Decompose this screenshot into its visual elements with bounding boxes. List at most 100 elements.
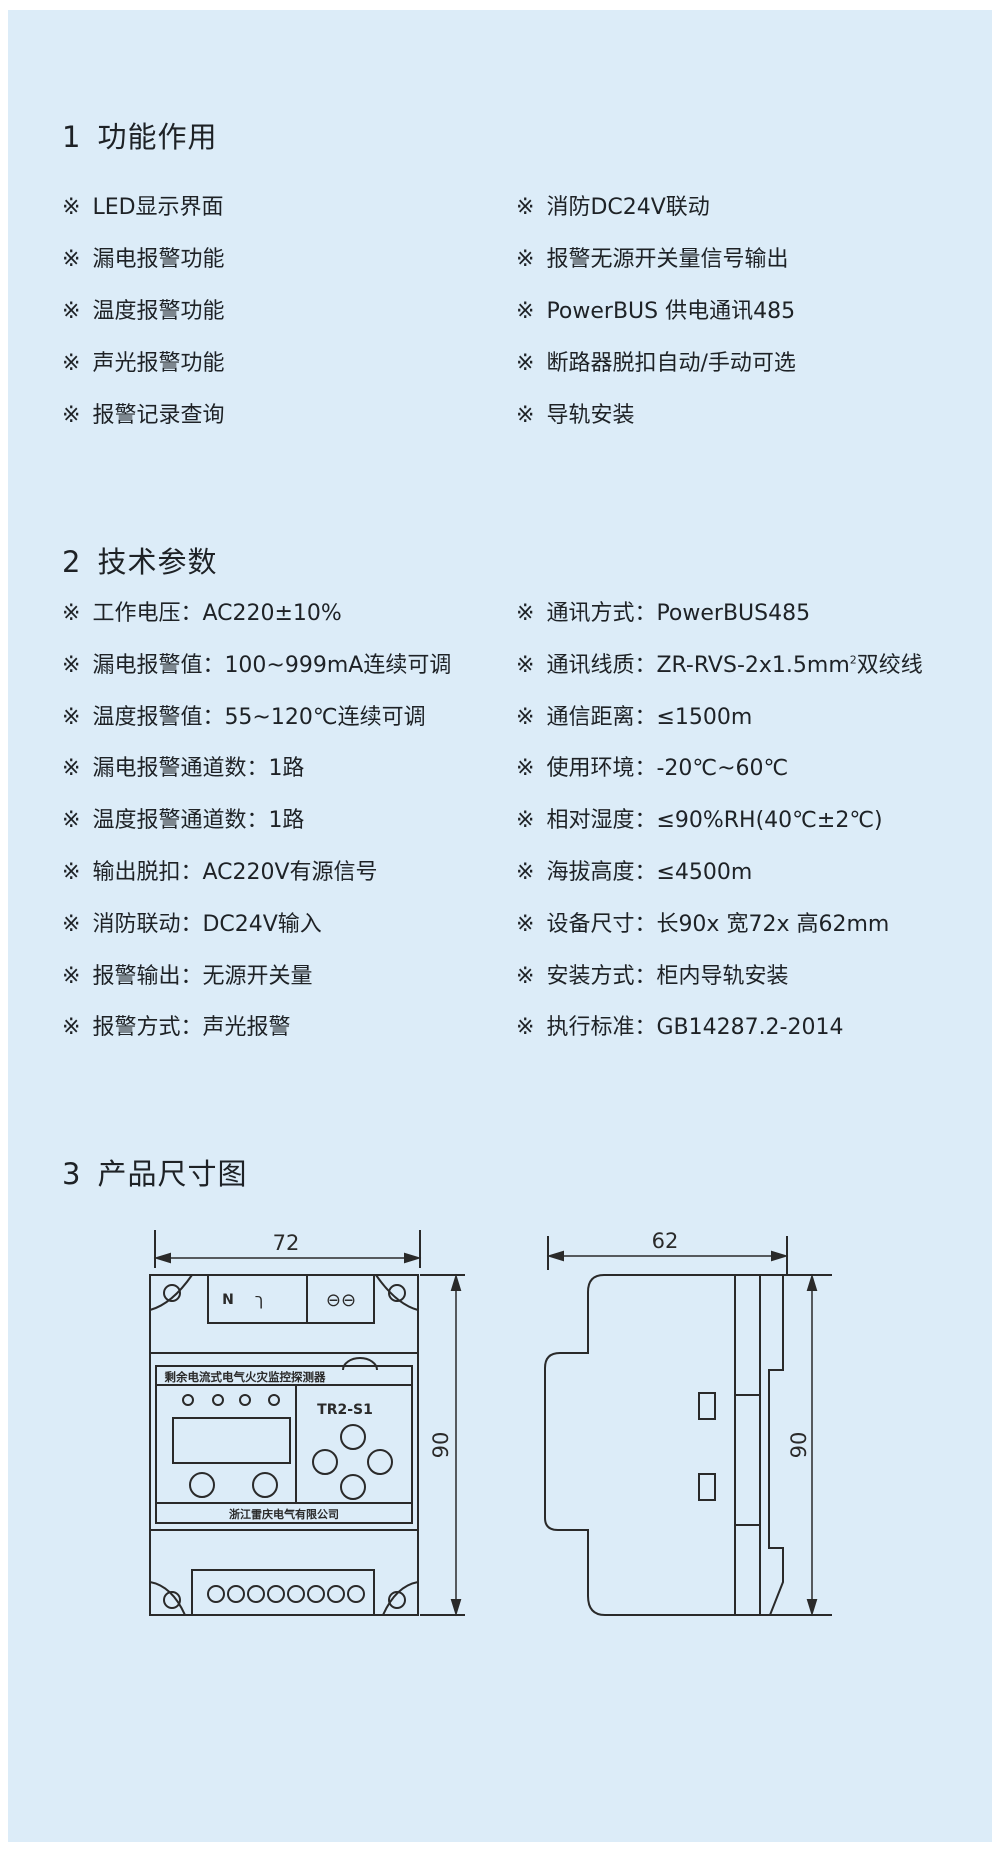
- section1-right-item: ※ 导轨安装: [516, 403, 634, 429]
- terminal-symbol: ⊖⊖: [326, 1290, 356, 1311]
- reference-mark-icon: ※: [62, 351, 81, 376]
- section2-left-item: ※ 消防联动：DC24V输入: [62, 912, 322, 938]
- item-text: 声光报警功能: [92, 351, 225, 376]
- section2-right-item: ※ 相对湿度：≤90%RH(40℃±2℃): [516, 808, 883, 834]
- item-text: 导轨安装: [546, 403, 635, 428]
- reference-mark-icon: ※: [62, 195, 81, 220]
- squared-superscript: 2: [849, 653, 857, 667]
- section2-left-item: ※ 漏电报警值：100~999mA连续可调: [62, 653, 451, 679]
- section2-right-item: ※ 安装方式：柜内导轨安装: [516, 964, 788, 990]
- item-text: 温度报警功能: [92, 299, 225, 324]
- section2-left-item: ※ 报警方式：声光报警: [62, 1015, 290, 1041]
- item-text: 通讯方式：PowerBUS485: [546, 601, 811, 626]
- item-text: PowerBUS 供电通讯485: [546, 299, 796, 324]
- section2-left-item: ※ 温度报警通道数：1路: [62, 808, 304, 834]
- section2-right-item: ※ 通讯方式：PowerBUS485: [516, 601, 810, 627]
- item-text: 温度报警通道数：1路: [92, 808, 305, 834]
- section1-left-item: ※ 温度报警功能: [62, 299, 224, 325]
- side-width-label: 62: [652, 1229, 679, 1253]
- reference-mark-icon: ※: [62, 247, 81, 272]
- item-text: LED显示界面: [92, 195, 224, 220]
- item-text: 安装方式：柜内导轨安装: [546, 963, 789, 989]
- terminal-l-label: ך: [255, 1290, 264, 1309]
- section1-left-item: ※ LED显示界面: [62, 195, 224, 221]
- reference-mark-icon: ※: [62, 963, 81, 989]
- section2-right-item: ※ 通信距离：≤1500m: [516, 705, 752, 731]
- reference-mark-icon: ※: [516, 911, 535, 937]
- reference-mark-icon: ※: [516, 808, 535, 834]
- product-name-label: 剩余电流式电气火灾监控探测器: [165, 1370, 326, 1384]
- reference-mark-icon: ※: [516, 403, 535, 428]
- item-text: 工作电压：AC220±10%: [92, 601, 342, 626]
- item-text: 漏电报警值：100~999mA连续可调: [92, 652, 452, 678]
- terminal-n-label: N: [222, 1292, 234, 1308]
- item-text: 温度报警值：55~120℃连续可调: [92, 704, 426, 730]
- reference-mark-icon: ※: [62, 403, 81, 428]
- reference-mark-icon: ※: [62, 860, 81, 885]
- item-text: 通讯线质：ZR-RVS-2x1.5mm: [546, 652, 850, 678]
- section2-left-item: ※漏电报警通道数：1路: [62, 756, 304, 782]
- section1-right-item: ※ 断路器脱扣自动/手动可选: [516, 351, 796, 377]
- reference-mark-icon: ※: [516, 351, 535, 376]
- item-text: 通信距离：≤1500m: [546, 704, 753, 730]
- section2-left-item: ※ 工作电压：AC220±10%: [62, 601, 342, 627]
- reference-mark-icon: ※: [516, 963, 535, 989]
- item-text: 执行标准：GB14287.2-2014: [546, 1015, 844, 1041]
- section1-right-item: ※ 消防DC24V联动: [516, 195, 710, 221]
- section1-left-item: ※ 声光报警功能: [62, 351, 224, 377]
- item-text: 设备尺寸：长90x 宽72x 高62mm: [546, 911, 890, 937]
- item-text: 漏电报警功能: [92, 247, 225, 272]
- section1-left-item: ※ 漏电报警功能: [62, 247, 224, 273]
- section2-right-item: ※ 海拔高度：≤4500m: [516, 860, 752, 886]
- spec-sheet-panel: [8, 10, 992, 1842]
- section1-right-item: ※ 报警无源开关量信号输出: [516, 247, 788, 273]
- reference-mark-icon: ※: [62, 808, 81, 834]
- item-text: 报警方式：声光报警: [92, 1015, 291, 1041]
- reference-mark-icon: ※: [62, 704, 81, 730]
- reference-mark-icon: ※: [516, 299, 535, 324]
- item-text: 报警记录查询: [92, 403, 225, 428]
- section2-right-item: ※ 使用环境：-20℃~60℃: [516, 756, 788, 782]
- front-view-drawing: 72 90 N ך ⊖⊖ 剩余电流式电气火灾监控探测器 TR2-S1 浙江雷庆电…: [149, 1230, 465, 1617]
- company-label: 浙江雷庆电气有限公司: [229, 1507, 339, 1521]
- reference-mark-icon: ※: [62, 652, 81, 678]
- reference-mark-icon: ※: [516, 601, 535, 626]
- reference-mark-icon: ※: [62, 911, 81, 937]
- reference-mark-icon: ※: [516, 1015, 535, 1041]
- item-text: 使用环境：-20℃~60℃: [546, 756, 789, 782]
- item-text: 输出脱扣：AC220V有源信号: [92, 860, 378, 885]
- reference-mark-icon: ※: [62, 299, 81, 324]
- item-text: 海拔高度：≤4500m: [546, 860, 753, 885]
- section2-left-item: ※ 输出脱扣：AC220V有源信号: [62, 860, 378, 886]
- reference-mark-icon: ※: [516, 756, 535, 782]
- wire-suffix: 双绞线: [856, 652, 923, 678]
- item-text: 报警输出：无源开关量: [92, 963, 313, 989]
- section1-right-item: ※ PowerBUS 供电通讯485: [516, 299, 795, 325]
- section1-left-item: ※ 报警记录查询: [62, 403, 224, 429]
- section2-right-item: ※ 设备尺寸：长90x 宽72x 高62mm: [516, 912, 889, 938]
- reference-mark-icon: ※: [516, 652, 535, 678]
- item-text: 断路器脱扣自动/手动可选: [546, 351, 796, 376]
- reference-mark-icon: ※: [516, 195, 535, 220]
- item-text: 消防联动：DC24V输入: [92, 911, 322, 937]
- reference-mark-icon: ※: [62, 756, 81, 782]
- reference-mark-icon: ※: [516, 860, 535, 885]
- front-height-label: 90: [429, 1432, 453, 1459]
- reference-mark-icon: ※: [62, 1015, 81, 1041]
- side-view-drawing: 62 90: [544, 1229, 832, 1617]
- item-text: 消防DC24V联动: [546, 195, 710, 220]
- model-label: TR2-S1: [317, 1402, 373, 1418]
- item-text: 报警无源开关量信号输出: [546, 247, 789, 272]
- section2-left-item: ※ 报警输出：无源开关量: [62, 964, 312, 990]
- reference-mark-icon: ※: [516, 704, 535, 730]
- reference-mark-icon: ※: [62, 601, 81, 626]
- section2-right-item: ※ 执行标准：GB14287.2-2014: [516, 1015, 843, 1041]
- side-height-label: 90: [787, 1432, 811, 1459]
- reference-mark-icon: ※: [516, 247, 535, 272]
- front-width-label: 72: [273, 1231, 300, 1255]
- section2-right-item: ※ 通讯线质：ZR-RVS-2x1.5mm2双绞线: [516, 653, 923, 679]
- item-text: 相对湿度：≤90%RH(40℃±2℃): [546, 808, 883, 834]
